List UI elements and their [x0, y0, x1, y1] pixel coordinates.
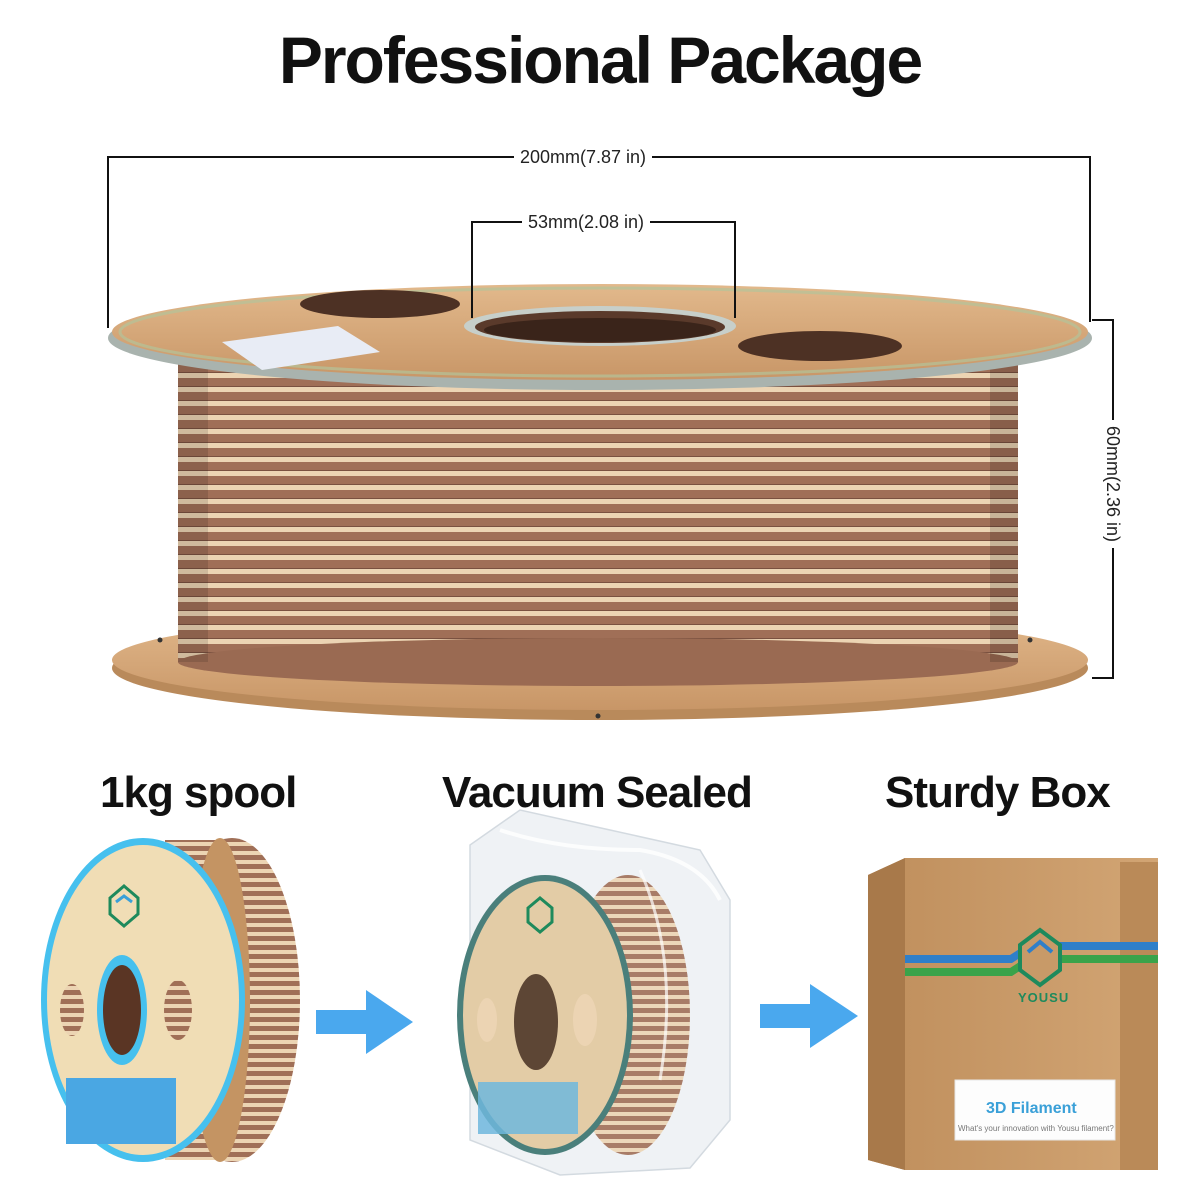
box-side [868, 858, 905, 1170]
spool-hole [738, 331, 902, 361]
spool-front-label [66, 1078, 176, 1144]
section-label-spool: 1kg spool [100, 768, 297, 817]
box-card-title: 3D Filament [986, 1100, 1077, 1117]
main-spool [108, 284, 1092, 720]
right-arrow-icon [316, 990, 413, 1054]
diameter-dimension-label: 200mm(7.87 in) [514, 147, 653, 168]
box-card [954, 1079, 1116, 1141]
box-card-subtitle: What's your innovation with Yousu filame… [958, 1124, 1114, 1133]
filament-winding [178, 362, 1018, 662]
vacuum-sealed-spool [457, 809, 731, 1176]
section-label-box: Sturdy Box [885, 768, 1111, 817]
sturdy-box [868, 858, 1158, 1170]
yousu-logo-icon [526, 896, 554, 934]
hub-dimension-label: 53mm(2.08 in) [522, 212, 651, 233]
box-brand-text: YOUSU [1018, 990, 1070, 1005]
section-label-vacuum: Vacuum Sealed [442, 768, 753, 817]
width-dimension-label: 60mm(2.36 in) [1102, 420, 1123, 549]
yousu-logo-icon [1018, 927, 1062, 988]
small-spool [41, 838, 300, 1162]
spool-sticker [222, 326, 380, 370]
page-title: Professional Package [278, 23, 923, 97]
right-arrow-icon [760, 984, 858, 1048]
yousu-logo-icon [108, 884, 140, 928]
spool-hole [300, 290, 460, 318]
